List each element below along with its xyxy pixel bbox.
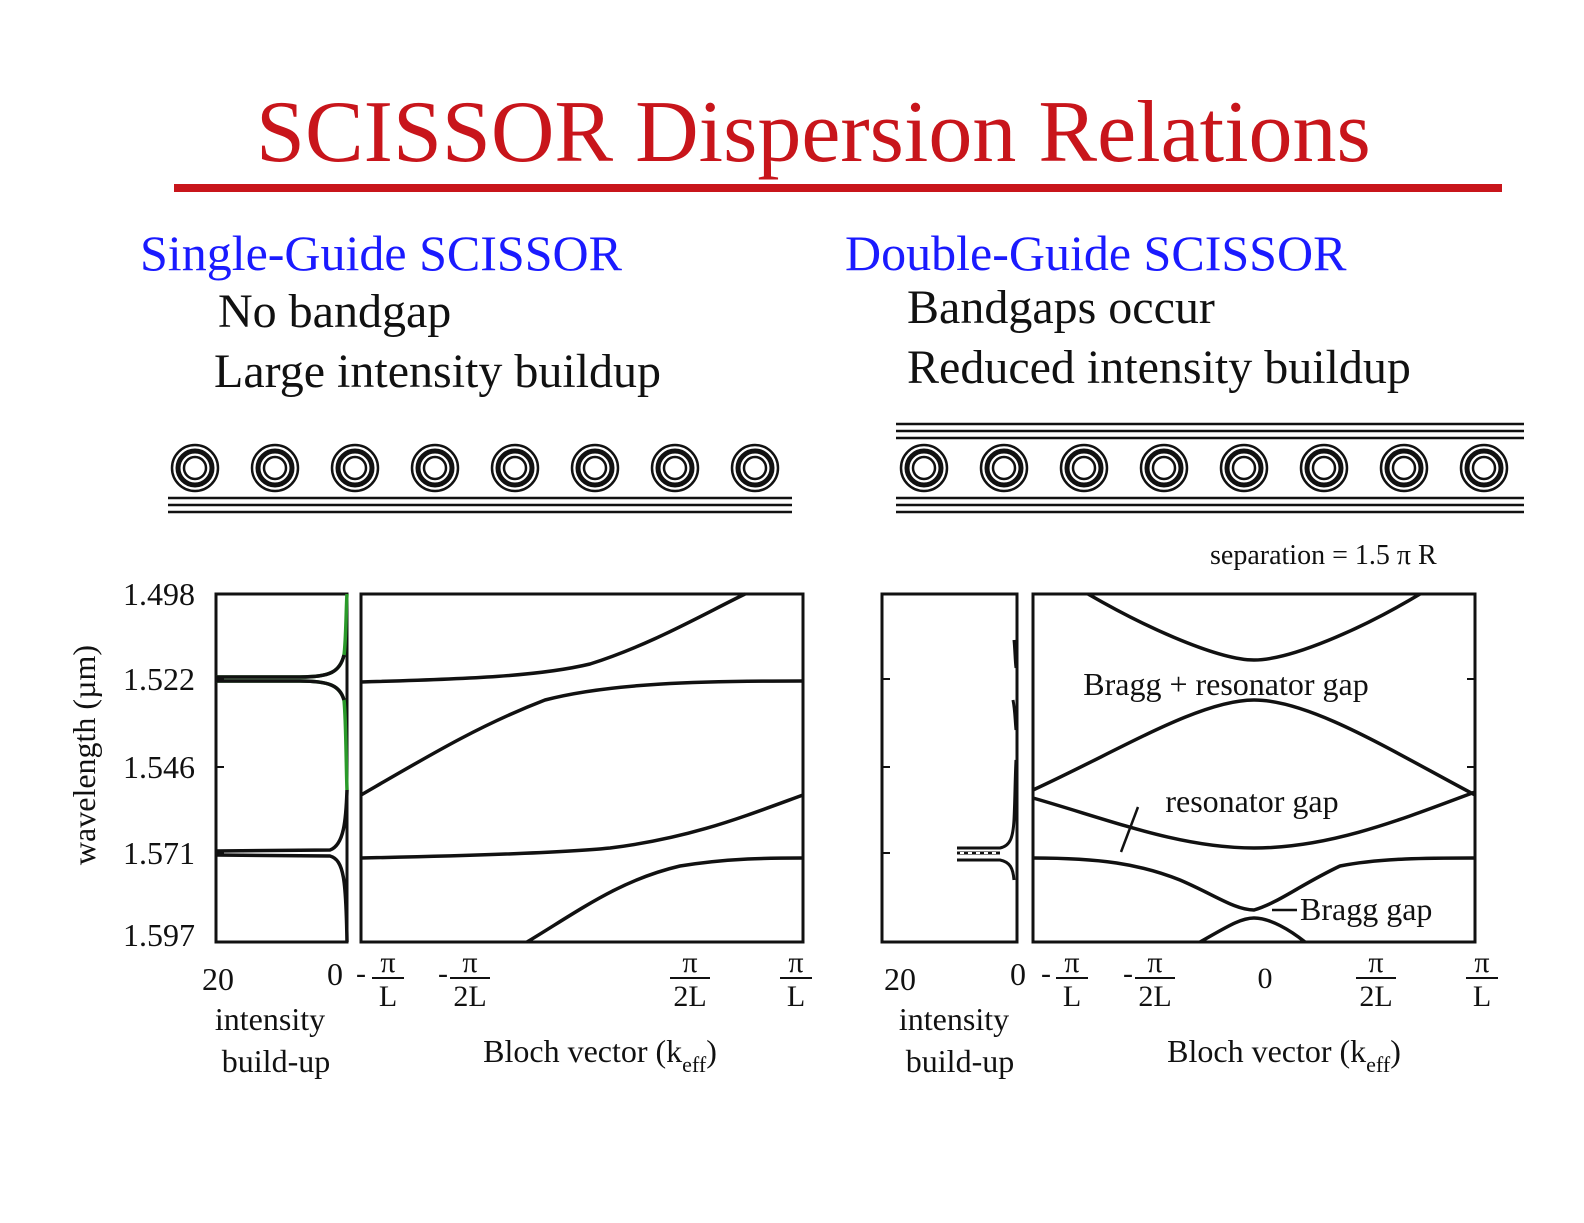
ring-resonator	[1059, 443, 1109, 493]
svg-text:2L: 2L	[673, 980, 706, 1013]
right-y-ticks-inner	[1467, 678, 1475, 768]
svg-text:π: π	[788, 946, 803, 979]
bragg-gap-label: Bragg gap	[1300, 891, 1432, 927]
svg-text:-: -	[438, 957, 448, 990]
y-axis-label: wavelength (µm)	[66, 645, 102, 865]
left-intensity-tick-0: 0	[327, 956, 343, 992]
svg-text:π: π	[682, 946, 697, 979]
svg-text:2L: 2L	[453, 980, 486, 1013]
right-intensity-curve	[957, 639, 1018, 881]
double-guide-bottom-waveguide	[896, 496, 1524, 514]
right-intensity-label-2: build-up	[906, 1043, 1014, 1079]
wavelength-tick-2: 1.522	[123, 661, 195, 697]
slide-title: SCISSOR Dispersion Relations	[256, 84, 1371, 181]
left-dispersion-frame	[359, 592, 805, 944]
left-bloch-tick-3: π 2L	[670, 946, 710, 1013]
left-intensity-curve	[215, 593, 349, 943]
ring-resonator	[330, 443, 380, 493]
double-guide-rings	[899, 443, 1509, 493]
svg-text:2L: 2L	[1138, 980, 1171, 1013]
single-guide-bullet-2: Large intensity buildup	[214, 345, 662, 398]
wavelength-tick-4: 1.571	[123, 835, 195, 871]
right-dispersion-bands	[1032, 592, 1476, 944]
right-bloch-tick-1: - π L	[1041, 946, 1088, 1013]
right-intensity-tick-0: 0	[1010, 956, 1026, 992]
svg-text:L: L	[1063, 980, 1081, 1013]
svg-text:-: -	[1123, 957, 1133, 990]
left-bloch-tick-1: - π L	[356, 946, 404, 1013]
single-guide-bullet-1: No bandgap	[218, 285, 452, 338]
svg-text:2L: 2L	[1359, 980, 1392, 1013]
right-intensity-tick-20: 20	[884, 961, 916, 997]
right-bloch-axis-label: Bloch vector (keff)	[1167, 1033, 1401, 1077]
ring-resonator	[410, 443, 460, 493]
double-guide-top-waveguide	[896, 422, 1524, 440]
resonator-gap-label: resonator gap	[1165, 783, 1338, 819]
right-dispersion-frame	[1031, 592, 1477, 944]
svg-text:-: -	[356, 957, 366, 990]
svg-text:L: L	[787, 980, 805, 1013]
ring-resonator	[1219, 443, 1269, 493]
right-bloch-tick-3: 0	[1258, 962, 1273, 995]
right-bloch-tick-5: π L	[1466, 946, 1498, 1013]
wavelength-tick-3: 1.546	[123, 749, 195, 785]
bragg-resonator-gap-label: Bragg + resonator gap	[1083, 666, 1369, 702]
ring-resonator	[1379, 443, 1429, 493]
left-bloch-tick-4: π L	[780, 946, 812, 1013]
single-guide-rings	[170, 443, 780, 493]
right-y-tick-marks	[882, 678, 890, 854]
ring-resonator	[170, 443, 220, 493]
left-y-tick-marks	[216, 678, 224, 854]
title-underline	[174, 184, 1502, 192]
ring-resonator	[1459, 443, 1509, 493]
right-bloch-tick-4: π 2L	[1356, 946, 1396, 1013]
double-guide-bullet-2: Reduced intensity buildup	[907, 341, 1411, 394]
svg-text:π: π	[1474, 946, 1489, 979]
left-intensity-tick-20: 20	[202, 961, 234, 997]
svg-text:π: π	[1147, 946, 1162, 979]
ring-resonator	[570, 443, 620, 493]
single-guide-heading: Single-Guide SCISSOR	[140, 225, 623, 281]
right-bloch-tick-2: - π 2L	[1123, 946, 1175, 1013]
ring-resonator	[1299, 443, 1349, 493]
single-guide-waveguide	[168, 496, 792, 514]
left-intensity-label-2: build-up	[222, 1043, 330, 1079]
ring-resonator	[979, 443, 1029, 493]
svg-text:π: π	[380, 946, 395, 979]
right-gap-markers	[1119, 806, 1297, 912]
svg-text:-: -	[1041, 957, 1051, 990]
double-guide-bullet-1: Bandgaps occur	[907, 281, 1215, 334]
wavelength-tick-1: 1.498	[123, 576, 195, 612]
ring-resonator	[650, 443, 700, 493]
left-intensity-label-1: intensity	[215, 1001, 325, 1037]
wavelength-tick-5: 1.597	[123, 917, 195, 953]
svg-text:0: 0	[1258, 962, 1273, 995]
ring-resonator	[250, 443, 300, 493]
ring-resonator	[899, 443, 949, 493]
right-intensity-label-1: intensity	[899, 1001, 1009, 1037]
ring-resonator	[490, 443, 540, 493]
svg-text:π: π	[1064, 946, 1079, 979]
left-bloch-tick-2: - π 2L	[438, 946, 490, 1013]
separation-note: separation = 1.5 π R	[1210, 540, 1437, 571]
left-intensity-frame	[214, 592, 349, 944]
svg-text:L: L	[379, 980, 397, 1013]
left-dispersion-bands	[360, 592, 804, 944]
svg-text:L: L	[1473, 980, 1491, 1013]
svg-text:π: π	[462, 946, 477, 979]
ring-resonator	[730, 443, 780, 493]
double-guide-heading: Double-Guide SCISSOR	[845, 225, 1347, 281]
svg-text:π: π	[1368, 946, 1383, 979]
left-bloch-axis-label: Bloch vector (keff)	[483, 1033, 717, 1077]
right-intensity-frame	[880, 592, 1019, 944]
ring-resonator	[1139, 443, 1189, 493]
